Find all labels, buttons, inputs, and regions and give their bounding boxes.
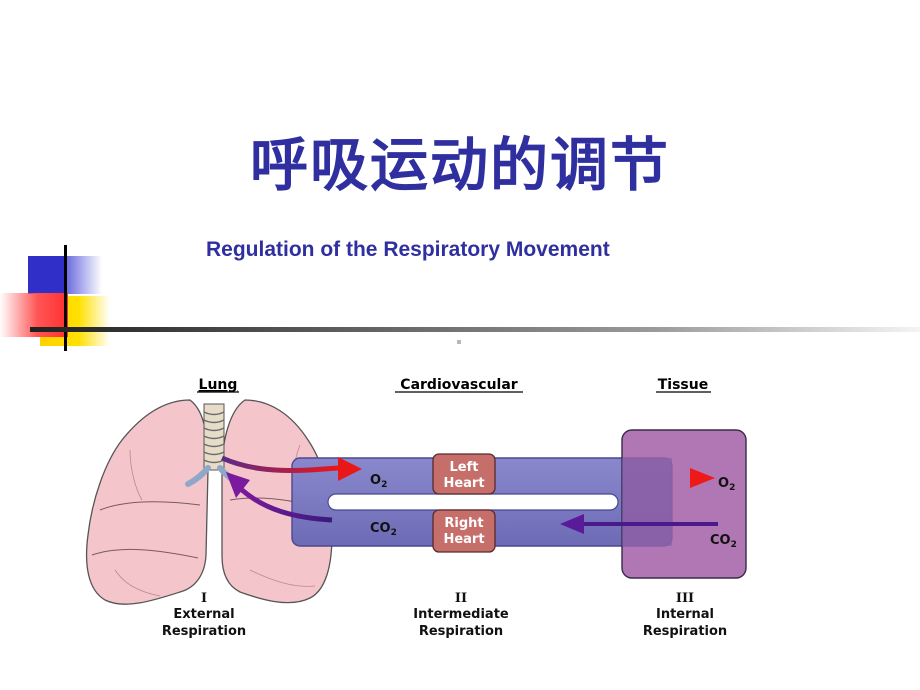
tube-inner-gap bbox=[327, 493, 619, 511]
stage-3-line1: Internal bbox=[656, 607, 714, 622]
right-lung bbox=[221, 399, 333, 604]
stage-2-line2: Respiration bbox=[419, 624, 503, 639]
co2-arrow-tissue-head bbox=[560, 514, 584, 534]
left-heart-box bbox=[432, 453, 496, 495]
right-heart: Right Heart bbox=[432, 509, 496, 553]
trachea-rings bbox=[203, 411, 225, 464]
stage-3-line2: Respiration bbox=[643, 624, 727, 639]
o2-label-tissue: O2 bbox=[718, 476, 735, 493]
co2-label-lung: CO2 bbox=[370, 521, 397, 538]
right-heart-box bbox=[432, 509, 496, 553]
right-heart-label-line1: Right bbox=[444, 516, 483, 531]
right-heart-label-line2: Heart bbox=[443, 532, 484, 547]
tube-in-tissue bbox=[622, 458, 672, 546]
co2-arrow-lung-shaft bbox=[240, 488, 333, 523]
lung-header: Lung bbox=[199, 377, 238, 393]
stage-1-numeral: I bbox=[201, 591, 207, 606]
co2-arrow-lung-head bbox=[226, 472, 250, 498]
stage-2-numeral: II bbox=[455, 591, 467, 606]
title-divider-rule bbox=[30, 327, 920, 332]
lungs-illustration bbox=[85, 399, 333, 605]
decor-dot bbox=[457, 340, 461, 344]
cardiovascular-header: Cardiovascular bbox=[400, 377, 517, 393]
left-heart-label-line2: Heart bbox=[443, 476, 484, 491]
decor-vertical-line bbox=[64, 245, 67, 351]
decor-blue-fade bbox=[66, 256, 102, 294]
o2-arrow-tissue-head bbox=[690, 468, 715, 488]
left-heart: Left Heart bbox=[432, 453, 496, 495]
stage-3-numeral: III bbox=[676, 591, 694, 606]
o2-label-lung: O2 bbox=[370, 473, 387, 490]
stage-2-line1: Intermediate bbox=[413, 607, 509, 622]
stage-1-line2: Respiration bbox=[162, 624, 246, 639]
o2-arrow-lung-head bbox=[338, 457, 362, 481]
stage-1-line1: External bbox=[173, 607, 234, 622]
co2-label-tissue: CO2 bbox=[710, 533, 737, 550]
o2-arrow-lung-shaft bbox=[221, 455, 339, 473]
decor-blue-square bbox=[28, 256, 66, 294]
left-heart-label-line1: Left bbox=[450, 460, 479, 475]
tissue-header: Tissue bbox=[658, 377, 708, 393]
respiration-diagram: Lung Cardiovascular Tissue bbox=[85, 377, 747, 639]
slide-subtitle: Regulation of the Respiratory Movement bbox=[206, 238, 610, 261]
slide-title: 呼吸运动的调节 bbox=[249, 131, 670, 199]
